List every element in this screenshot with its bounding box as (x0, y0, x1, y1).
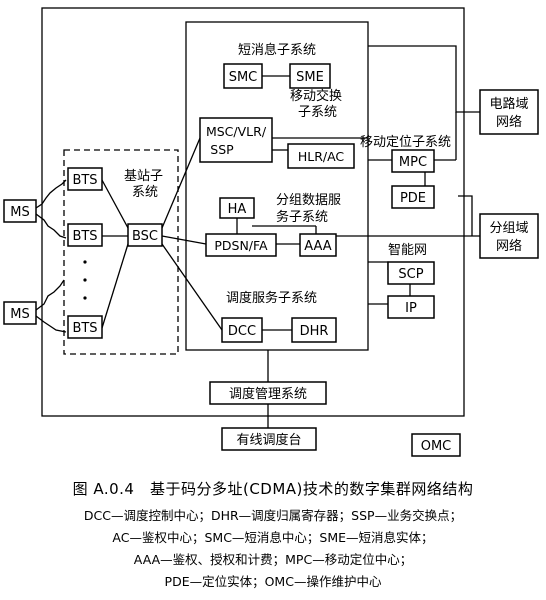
mobile-switching-label: 移动交换 (290, 88, 342, 104)
packet-domain-network-node (479, 213, 539, 259)
bsc-label: BSC (132, 229, 158, 244)
sme-node (289, 63, 331, 89)
caption-legend-line-2: AC—鉴权中心；SMC—短消息中心；SME—短消息实体； (112, 530, 434, 545)
outer-system-frame (41, 7, 465, 417)
circuit-domain-network-node (479, 89, 539, 135)
dispatch-management-node (209, 381, 327, 405)
msc-vlr-ssp-node (199, 117, 273, 163)
dhr-label: DHR (300, 324, 329, 339)
packet-domain-label-2: 网络 (496, 238, 522, 254)
packet-domain-label: 分组域 (489, 221, 528, 236)
ms-label-1: MS (10, 205, 29, 220)
hlr-ac-node (287, 143, 355, 169)
caption-legend-line-1: DCC—调度控制中心；DHR—调度归属寄存器；SSP—业务交换点； (83, 508, 463, 523)
ssp-label: SSP (210, 142, 234, 157)
ms-node-2 (3, 301, 37, 325)
connection-lines (35, 45, 480, 428)
scp-label: SCP (398, 267, 423, 282)
dispatch-management-label: 调度管理系统 (229, 386, 307, 402)
ha-node (219, 197, 255, 219)
bts-label-2: BTS (72, 229, 97, 244)
bts-ellipsis-dots (83, 260, 87, 300)
sms-subsystem-label: 短消息子系统 (238, 42, 316, 58)
ms1-bts-link (35, 179, 67, 209)
base-station-subsystem-label-2: 系统 (132, 185, 158, 200)
pdsn-fa-label: PDSN/FA (214, 238, 268, 253)
ms2-bts-link-2 (35, 315, 67, 333)
dhr-node (291, 317, 337, 343)
ms-label-2: MS (10, 307, 29, 322)
wired-console-label: 有线调度台 (236, 432, 301, 448)
bts-label-1: BTS (72, 173, 97, 188)
ms2-bts-link (35, 279, 65, 311)
pde-label: PDE (400, 191, 426, 206)
ha-label: HA (228, 202, 247, 217)
cdma-network-diagram: MS MS BTS BTS BTS 基站子 系统 BSC 短消息子系统 SMC … (3, 7, 539, 457)
mpc-label: MPC (399, 155, 427, 170)
dcc-label: DCC (228, 324, 256, 339)
mobile-positioning-label: 移动定位子系统 (360, 135, 451, 150)
circuit-domain-label-2: 网络 (496, 114, 522, 130)
caption-legend-line-4: PDE—定位实体；OMC—操作维护中心 (164, 574, 382, 589)
bts-node-2 (67, 223, 103, 247)
scp-node (387, 261, 435, 285)
hlr-ac-label: HLR/AC (298, 149, 345, 164)
figure-caption-title: 图 A.0.4 基于码分多址(CDMA)技术的数字集群网络结构 (72, 480, 474, 498)
base-station-subsystem-label: 基站子 (124, 169, 163, 184)
base-station-frame (63, 149, 179, 355)
pdsn-fa-node (205, 233, 277, 257)
packet-data-subsystem-label-2: 务子系统 (276, 209, 328, 225)
bts-node-1 (67, 167, 103, 191)
mpc-node (391, 149, 435, 173)
smc-label: SMC (229, 70, 258, 85)
bts-label-3: BTS (72, 321, 97, 336)
caption-legend-line-3: AAA—鉴权、授权和计费；MPC—移动定位中心； (133, 552, 413, 567)
ip-node (387, 295, 435, 319)
smc-node (223, 63, 263, 89)
ms-node-1 (3, 199, 37, 223)
aaa-label: AAA (304, 239, 332, 254)
msc-vlr-label: MSC/VLR/ (206, 124, 267, 139)
aaa-node (299, 233, 337, 257)
dispatch-service-subsystem-label: 调度服务子系统 (226, 290, 317, 306)
omc-label: OMC (421, 439, 452, 454)
packet-data-subsystem-label: 分组数据服 (276, 193, 341, 208)
bts-node-3 (67, 315, 103, 339)
sme-label: SME (296, 70, 324, 85)
intelligent-network-label: 智能网 (388, 243, 427, 258)
pde-node (391, 185, 435, 209)
core-network-frame (185, 21, 369, 351)
dcc-node (221, 317, 263, 343)
ip-label: IP (405, 301, 417, 316)
wired-console-node (221, 427, 317, 451)
bsc-node (127, 223, 163, 247)
ms1-bts-link-2 (35, 213, 67, 239)
mobile-switching-label-2: 子系统 (298, 105, 337, 120)
omc-node (411, 433, 461, 457)
circuit-domain-label: 电路域 (489, 96, 528, 112)
